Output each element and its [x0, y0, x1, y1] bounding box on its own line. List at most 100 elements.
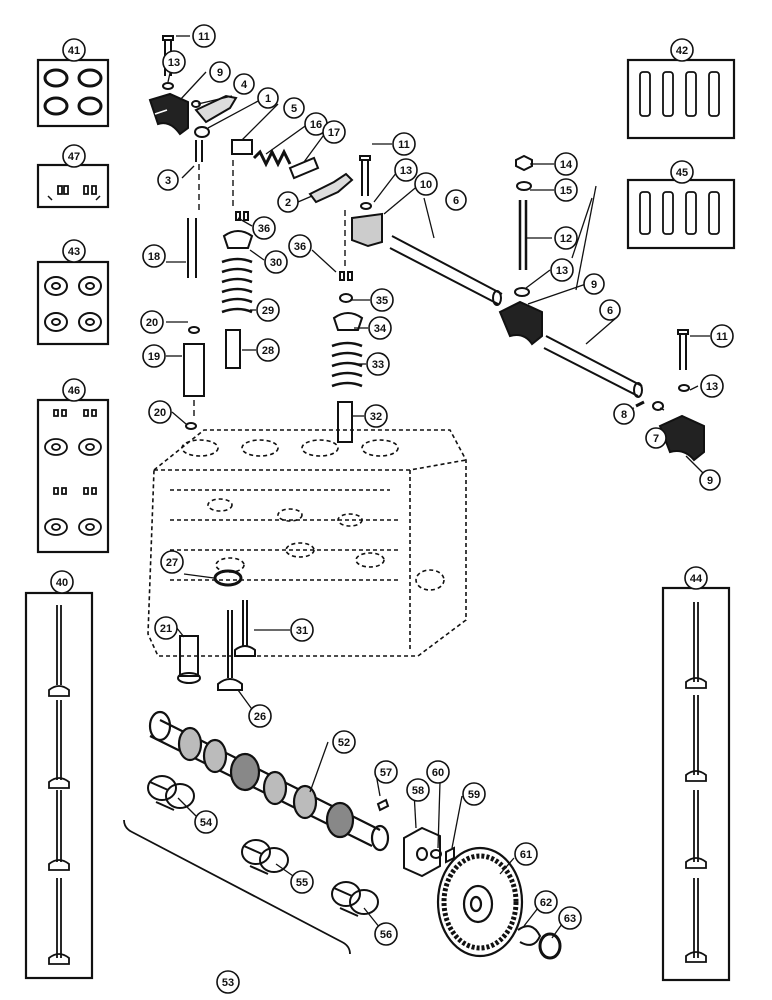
- callout-9: 9: [583, 273, 605, 295]
- callout-label: 30: [270, 257, 282, 269]
- washer-15: [516, 181, 532, 191]
- callout-label: 62: [540, 897, 552, 909]
- callout-11: 11: [710, 324, 734, 348]
- callout-label: 8: [621, 409, 627, 421]
- washer-62: [517, 925, 542, 946]
- callout-35: 35: [370, 288, 394, 312]
- callout-label: 6: [453, 195, 459, 207]
- callout-label: 12: [560, 233, 572, 245]
- callout-13: 13: [550, 258, 574, 282]
- callout-6: 6: [445, 189, 467, 211]
- callout-19: 19: [142, 344, 166, 368]
- guide-28: [225, 329, 241, 369]
- callout-label: 42: [676, 45, 688, 57]
- callout-53: 53: [216, 970, 240, 994]
- spacer-60: [430, 849, 442, 859]
- callout-label: 57: [380, 767, 392, 779]
- valve-26: [217, 610, 243, 691]
- callout-label: 35: [376, 295, 388, 307]
- callout-label: 63: [564, 913, 576, 925]
- callout-63: 63: [558, 906, 582, 930]
- bracket-9-mid: [498, 300, 543, 346]
- callout-13: 13: [394, 158, 418, 182]
- callout-label: 53: [222, 977, 234, 989]
- callout-label: 13: [400, 165, 412, 177]
- callout-9: 9: [209, 61, 231, 83]
- bracket-53: [123, 819, 351, 955]
- o-ring-20-top: [188, 326, 200, 334]
- callout-4: 4: [233, 73, 255, 95]
- callout-36: 36: [252, 216, 276, 240]
- callout-56: 56: [374, 922, 398, 946]
- callout-label: 45: [676, 167, 688, 179]
- callout-60: 60: [426, 760, 450, 784]
- callout-label: 43: [68, 246, 80, 258]
- callout-15: 15: [554, 178, 578, 202]
- callout-9: 9: [699, 469, 721, 491]
- callout-label: 11: [398, 139, 410, 151]
- kit-box-40: [24, 591, 94, 980]
- callout-57: 57: [374, 760, 398, 784]
- callout-label: 9: [591, 279, 597, 291]
- callout-17: 17: [322, 120, 346, 144]
- callout-11: 11: [192, 24, 216, 48]
- callout-1: 1: [257, 87, 279, 109]
- plug-7: [652, 401, 664, 411]
- callout-11: 11: [392, 132, 416, 156]
- callout-40: 40: [50, 570, 74, 594]
- spring-33: [331, 341, 363, 388]
- callout-46: 46: [62, 378, 86, 402]
- kit-box-42: [626, 58, 736, 140]
- callout-label: 15: [560, 185, 572, 197]
- valve-31: [234, 600, 256, 657]
- kit-box-47: [36, 163, 110, 209]
- callout-6: 6: [599, 299, 621, 321]
- callout-label: 20: [146, 317, 158, 329]
- callout-33: 33: [366, 352, 390, 376]
- shaft-6-lower: [543, 335, 643, 397]
- bushing-55: [241, 839, 289, 875]
- callout-label: 52: [338, 737, 350, 749]
- callout-20: 20: [148, 400, 172, 424]
- callout-label: 17: [328, 127, 340, 139]
- callout-label: 11: [716, 331, 728, 343]
- callout-45: 45: [670, 160, 694, 184]
- callout-label: 61: [520, 849, 532, 861]
- callout-label: 34: [374, 323, 387, 335]
- callout-label: 36: [258, 223, 270, 235]
- callout-label: 13: [168, 57, 180, 69]
- callout-label: 9: [707, 475, 713, 487]
- callout-12: 12: [554, 226, 578, 250]
- callout-label: 33: [372, 359, 384, 371]
- callout-label: 14: [560, 159, 573, 171]
- bushing-56: [331, 881, 379, 917]
- callout-7: 7: [645, 427, 667, 449]
- cam-gear-61: [436, 846, 524, 958]
- callout-label: 26: [254, 711, 266, 723]
- spacer-5: [231, 139, 253, 155]
- rocker-arm-2: [308, 172, 354, 204]
- callout-label: 13: [556, 265, 568, 277]
- callout-label: 3: [165, 175, 171, 187]
- callout-59: 59: [462, 782, 486, 806]
- callout-label: 32: [370, 411, 382, 423]
- callout-label: 6: [607, 305, 613, 317]
- callout-41: 41: [62, 38, 86, 62]
- callout-label: 20: [154, 407, 166, 419]
- callout-label: 21: [160, 623, 172, 635]
- callout-14: 14: [554, 152, 578, 176]
- callout-26: 26: [248, 704, 272, 728]
- callout-label: 16: [310, 119, 322, 131]
- callout-label: 5: [291, 103, 297, 115]
- callout-label: 40: [56, 577, 68, 589]
- seat-insert-27: [213, 569, 243, 587]
- callout-label: 28: [262, 345, 274, 357]
- guide-32: [337, 401, 353, 443]
- leader-lines: [166, 35, 710, 939]
- cylinder-head: [147, 429, 467, 657]
- callout-label: 44: [690, 573, 703, 585]
- spring-29: [221, 257, 253, 314]
- callout-55: 55: [290, 870, 314, 894]
- bracket-10: [351, 212, 383, 248]
